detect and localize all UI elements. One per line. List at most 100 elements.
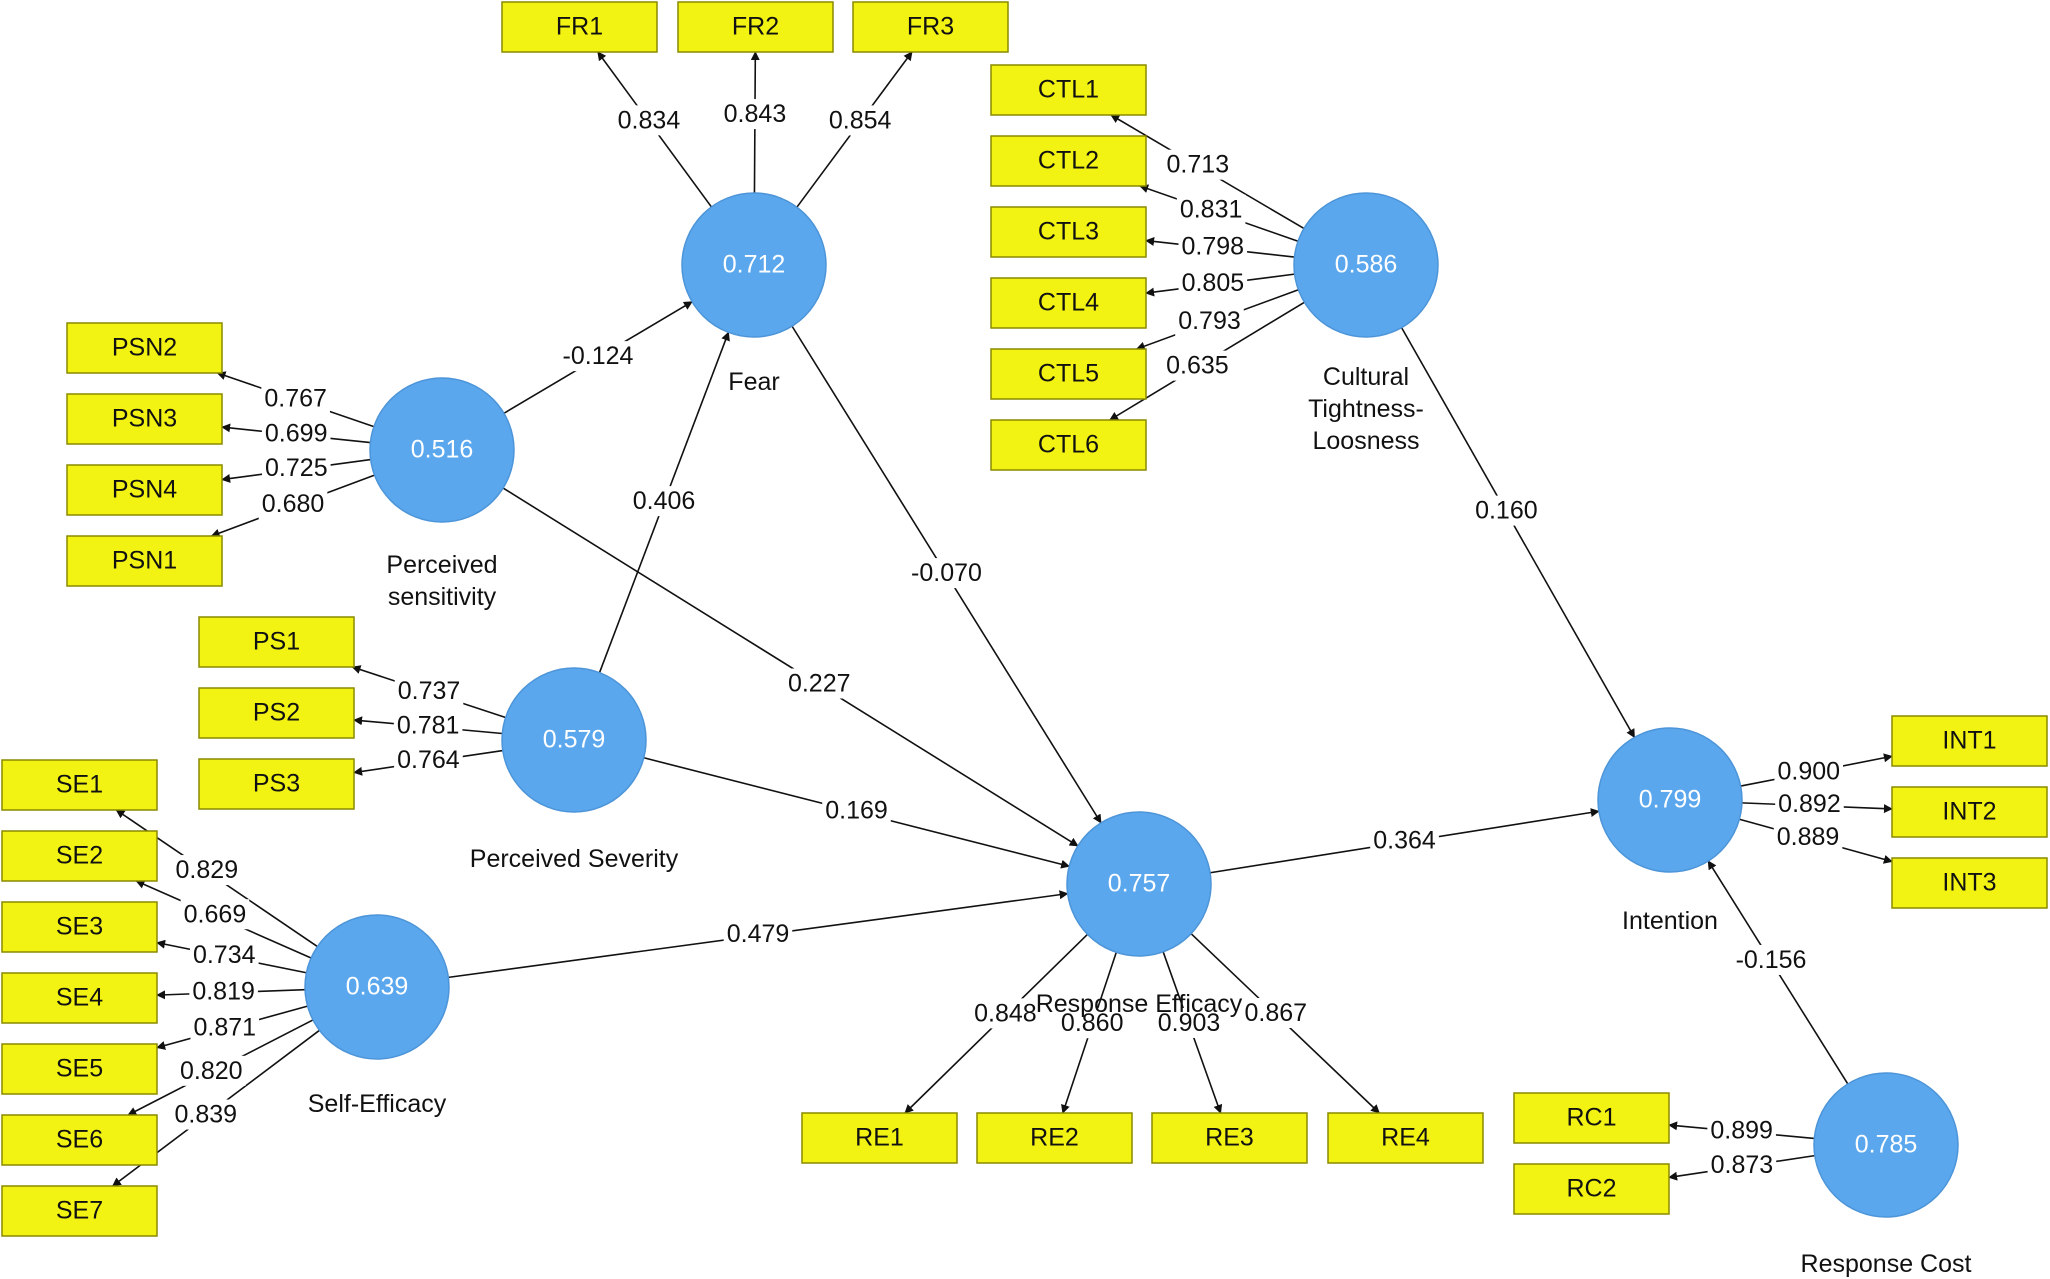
svg-text:-0.156: -0.156 bbox=[1736, 946, 1807, 974]
loading-weight-ctl2: 0.831 bbox=[1176, 194, 1246, 225]
loading-weight-rc2: 0.873 bbox=[1707, 1150, 1777, 1181]
svg-text:PSN1: PSN1 bbox=[112, 547, 177, 575]
indicator-rc1: RC1 bbox=[1513, 1092, 1670, 1144]
path-weight-psn-fear: -0.124 bbox=[559, 341, 637, 372]
loading-weight-se6: 0.820 bbox=[177, 1055, 246, 1086]
svg-text:0.848: 0.848 bbox=[974, 999, 1037, 1027]
loading-weight-re2: 0.860 bbox=[1057, 1008, 1127, 1039]
indicator-ctl5: CTL5 bbox=[990, 348, 1147, 400]
svg-text:0.364: 0.364 bbox=[1373, 827, 1436, 855]
svg-text:0.834: 0.834 bbox=[618, 106, 681, 134]
loading-weight-re3: 0.903 bbox=[1154, 1007, 1224, 1038]
svg-text:PSN4: PSN4 bbox=[112, 476, 177, 504]
svg-text:SE2: SE2 bbox=[56, 842, 103, 870]
indicator-int2: INT2 bbox=[1891, 786, 2048, 838]
svg-text:0.871: 0.871 bbox=[193, 1014, 256, 1042]
svg-text:0.635: 0.635 bbox=[1166, 352, 1229, 380]
svg-text:0.839: 0.839 bbox=[174, 1101, 237, 1129]
indicator-rc2: RC2 bbox=[1513, 1163, 1670, 1215]
svg-text:SE6: SE6 bbox=[56, 1126, 103, 1154]
indicator-ctl6: CTL6 bbox=[990, 419, 1147, 471]
svg-text:PS3: PS3 bbox=[253, 770, 300, 798]
indicator-se5: SE5 bbox=[1, 1043, 158, 1095]
svg-text:PS1: PS1 bbox=[253, 628, 300, 656]
svg-text:0.767: 0.767 bbox=[264, 384, 327, 412]
svg-text:0.160: 0.160 bbox=[1475, 497, 1538, 525]
svg-text:0.680: 0.680 bbox=[262, 490, 325, 518]
svg-text:-0.124: -0.124 bbox=[563, 342, 634, 370]
construct-label-ps: Perceived Severity bbox=[470, 845, 679, 873]
svg-text:0.406: 0.406 bbox=[633, 487, 696, 515]
loading-weight-se2: 0.669 bbox=[180, 899, 250, 930]
loading-weight-se1: 0.829 bbox=[172, 855, 242, 886]
svg-text:SE3: SE3 bbox=[56, 913, 103, 941]
construct-label-se: Self-Efficacy bbox=[308, 1090, 447, 1118]
construct-value-fear: 0.712 bbox=[723, 251, 786, 279]
construct-value-ps: 0.579 bbox=[543, 726, 606, 754]
svg-text:0.793: 0.793 bbox=[1178, 307, 1241, 335]
construct-value-ctl: 0.586 bbox=[1335, 251, 1398, 279]
svg-text:PSN3: PSN3 bbox=[112, 405, 177, 433]
path-weight-fear-re: -0.070 bbox=[908, 558, 985, 589]
svg-text:0.889: 0.889 bbox=[1777, 823, 1840, 851]
svg-text:0.903: 0.903 bbox=[1158, 1009, 1221, 1037]
svg-text:0.867: 0.867 bbox=[1245, 999, 1308, 1027]
svg-text:0.227: 0.227 bbox=[788, 670, 851, 698]
loading-weight-ctl5: 0.793 bbox=[1175, 305, 1244, 336]
svg-text:0.831: 0.831 bbox=[1180, 195, 1243, 223]
construct-label-ctl: Loosness bbox=[1312, 427, 1419, 455]
svg-text:0.669: 0.669 bbox=[184, 900, 247, 928]
indicator-int1: INT1 bbox=[1891, 715, 2048, 767]
svg-text:CTL5: CTL5 bbox=[1038, 360, 1099, 388]
indicator-ctl3: CTL3 bbox=[990, 206, 1147, 258]
loading-weight-fr3: 0.854 bbox=[825, 105, 895, 136]
svg-text:SE4: SE4 bbox=[56, 984, 103, 1012]
indicator-ps1: PS1 bbox=[198, 616, 355, 668]
svg-text:FR1: FR1 bbox=[556, 13, 603, 41]
indicator-re4: RE4 bbox=[1327, 1112, 1484, 1164]
svg-text:CTL6: CTL6 bbox=[1038, 431, 1099, 459]
construct-label-psn: Perceived bbox=[386, 551, 497, 579]
svg-text:0.713: 0.713 bbox=[1167, 151, 1230, 179]
svg-text:0.805: 0.805 bbox=[1182, 269, 1245, 297]
svg-text:INT1: INT1 bbox=[1942, 727, 1996, 755]
loading-weight-ctl3: 0.798 bbox=[1178, 231, 1248, 262]
loading-weight-psn1: 0.680 bbox=[258, 489, 328, 520]
path-weight-re-int: 0.364 bbox=[1370, 825, 1439, 856]
construct-value-se: 0.639 bbox=[346, 973, 409, 1001]
svg-text:0.829: 0.829 bbox=[176, 856, 239, 884]
svg-text:RE4: RE4 bbox=[1381, 1124, 1430, 1152]
indicator-ctl4: CTL4 bbox=[990, 277, 1147, 329]
svg-text:0.479: 0.479 bbox=[727, 920, 790, 948]
svg-text:CTL4: CTL4 bbox=[1038, 289, 1099, 317]
indicator-se1: SE1 bbox=[1, 759, 158, 811]
svg-text:RE1: RE1 bbox=[855, 1124, 904, 1152]
path-arrow-psn-re bbox=[502, 487, 1079, 847]
indicator-re1: RE1 bbox=[801, 1112, 958, 1164]
svg-text:0.819: 0.819 bbox=[192, 977, 255, 1005]
construct-value-psn: 0.516 bbox=[411, 436, 474, 464]
svg-text:0.873: 0.873 bbox=[1711, 1151, 1774, 1179]
loading-weight-re4: 0.867 bbox=[1241, 997, 1311, 1028]
path-weight-se-re: 0.479 bbox=[723, 919, 793, 950]
svg-text:FR3: FR3 bbox=[907, 13, 954, 41]
indicator-re3: RE3 bbox=[1151, 1112, 1308, 1164]
loading-weight-ctl6: 0.635 bbox=[1163, 350, 1232, 381]
svg-text:0.798: 0.798 bbox=[1182, 233, 1245, 261]
loading-weight-int3: 0.889 bbox=[1773, 821, 1843, 852]
svg-text:0.699: 0.699 bbox=[265, 419, 328, 447]
svg-text:INT3: INT3 bbox=[1942, 869, 1996, 897]
svg-text:RE3: RE3 bbox=[1205, 1124, 1254, 1152]
loading-weight-ctl4: 0.805 bbox=[1178, 268, 1248, 299]
svg-text:SE1: SE1 bbox=[56, 771, 103, 799]
svg-text:0.854: 0.854 bbox=[829, 106, 892, 134]
path-arrow-ctl-int bbox=[1400, 327, 1636, 739]
loading-weight-int2: 0.892 bbox=[1775, 789, 1844, 820]
svg-text:0.764: 0.764 bbox=[397, 746, 460, 774]
path-weight-rc-int: -0.156 bbox=[1732, 944, 1810, 975]
svg-text:0.899: 0.899 bbox=[1710, 1116, 1773, 1144]
loading-weight-se3: 0.734 bbox=[189, 939, 259, 970]
indicator-fr1: FR1 bbox=[501, 1, 658, 53]
indicator-ps2: PS2 bbox=[198, 687, 355, 739]
